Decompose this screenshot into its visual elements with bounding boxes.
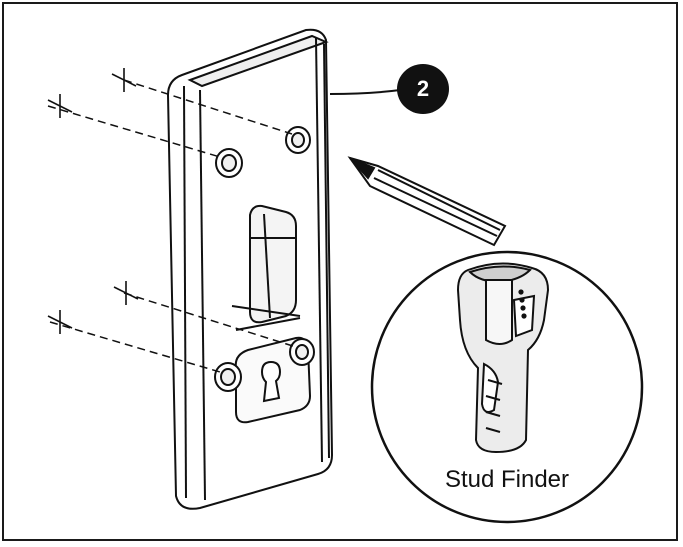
screw-hole-lower-right: [289, 338, 315, 366]
screw-hole-upper-right: [285, 126, 311, 154]
pencil-icon: [347, 156, 507, 247]
leader-line: [329, 89, 401, 95]
stud-finder-label: Stud Finder: [444, 466, 570, 493]
screw-crosshair-icon: [47, 68, 139, 334]
step-number: 2: [416, 76, 430, 101]
step-number-badge: 2: [397, 64, 449, 114]
screw-hole-lower-left: [214, 362, 242, 392]
stud-finder-icon: [456, 262, 550, 454]
screw-hole-upper-left: [215, 148, 243, 178]
drill-guide-lines: [47, 79, 297, 373]
